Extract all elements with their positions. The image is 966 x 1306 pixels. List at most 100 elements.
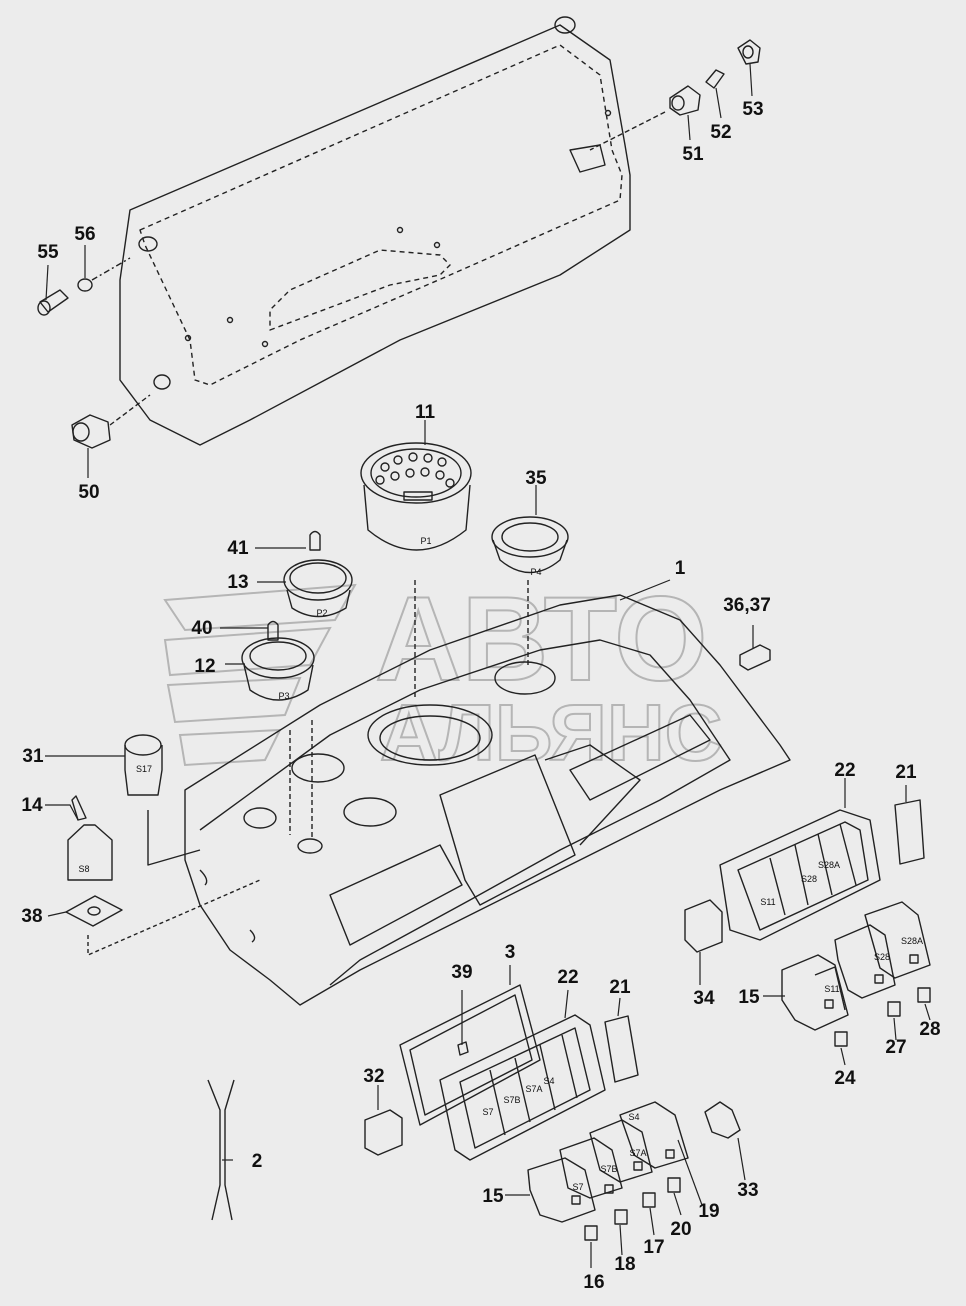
label-switch-s7b: S7B [600,1164,617,1174]
label-switch-s7a: S7A [629,1148,646,1158]
callout-56: 56 [74,224,95,245]
switch-s7 [527,1157,596,1223]
callout-51: 51 [682,144,704,165]
switch-frame-right [719,809,881,941]
label-p1: P1 [420,536,431,546]
label-frame-s28: S28 [801,874,817,884]
tile-28-icon [917,987,931,1003]
tile-24-icon [834,1031,848,1047]
callout-3: 3 [505,942,516,963]
callout-28: 28 [919,1019,940,1040]
callout-36-37: 36,37 [723,595,771,616]
callout-41: 41 [227,538,249,559]
callout-21-bottom: 21 [609,977,631,998]
switch-frame-bottom [439,1014,606,1161]
label-switch-s4: S4 [628,1112,639,1122]
connector-36-37 [739,644,771,671]
label-frame-s4: S4 [543,1076,554,1086]
callout-15-bottom: 15 [482,1186,504,1207]
callout-50: 50 [78,482,99,503]
callout-22-right: 22 [834,760,855,781]
callout-31: 31 [22,746,44,767]
switch-s11 [781,954,849,1031]
callout-17: 17 [643,1237,664,1258]
label-frame-s7a: S7A [525,1084,542,1094]
label-switch-s11: S11 [824,984,839,994]
callout-13: 13 [227,572,248,593]
callout-12: 12 [194,656,215,677]
callout-38: 38 [21,906,42,927]
callout-2: 2 [252,1151,263,1172]
tile-27-icon [887,1001,901,1017]
watermark-line2: АЛЬЯНС [380,688,722,777]
callout-55: 55 [37,242,59,263]
key-52 [705,69,725,89]
callout-53: 53 [742,99,763,120]
switch-51 [589,85,701,151]
label-p2: P2 [316,608,327,618]
cover-21-bottom [604,1015,639,1083]
toggle-s8 [67,795,113,881]
callout-18: 18 [614,1254,635,1275]
tile-18-icon [614,1209,628,1225]
label-s8: S8 [78,864,89,874]
label-switch-s28: S28 [874,952,890,962]
bulb-40 [267,620,279,641]
switch-s4 [619,1101,689,1169]
switch-s28 [834,924,896,999]
label-switch-s28a: S28A [901,936,923,946]
callout-33: 33 [737,1180,758,1201]
gauge-p1 [360,442,472,551]
button-s17 [124,734,163,796]
switch-s7b [559,1137,623,1199]
callout-19: 19 [698,1201,719,1222]
callout-24: 24 [834,1068,856,1089]
callout-39: 39 [451,962,472,983]
watermark-line1: АВТО [375,572,707,706]
callout-27: 27 [885,1037,906,1058]
callout-11: 11 [415,402,436,423]
callout-21-right: 21 [895,762,917,783]
wire-2 [207,1079,235,1221]
tile-16-icon [584,1225,598,1241]
label-switch-s7: S7 [572,1182,583,1192]
watermark: АВТО АЛЬЯНС [163,571,723,778]
callout-22-bottom: 22 [557,967,578,988]
screw-39 [457,1041,469,1056]
line-drawing [37,16,931,1241]
watermark-logo-icon [163,583,357,767]
bulb-41 [309,530,321,551]
callout-35: 35 [525,468,547,489]
cover-21-right [894,799,925,865]
tile-17-icon [642,1192,656,1208]
leader-s17 [147,810,201,866]
label-frame-s11: S11 [760,897,775,907]
callout-40: 40 [191,618,212,639]
top-housing [119,16,631,446]
gauge-p4 [491,516,569,574]
socket-50 [71,394,151,449]
plate-38 [65,895,123,927]
callout-32: 32 [363,1066,384,1087]
label-p3: P3 [278,691,289,701]
switch-s28a [864,901,931,979]
callout-numbers: 1 2 3 11 12 13 14 15 15 16 17 18 19 20 2… [21,99,940,1293]
frame-3 [399,984,541,1126]
callout-14: 14 [21,795,43,816]
callout-15-right: 15 [738,987,760,1008]
bolt-55 [37,289,69,316]
callout-34: 34 [693,988,715,1009]
connector-33 [704,1101,741,1139]
label-s17: S17 [136,764,152,774]
nut-56 [77,278,93,292]
label-frame-s7b: S7B [503,1095,520,1105]
label-frame-s7: S7 [482,1107,493,1117]
label-p4: P4 [530,567,541,577]
callout-16: 16 [583,1272,604,1293]
gauge-p2 [283,559,353,618]
tile-20-icon [667,1177,681,1193]
cap-53 [737,39,761,65]
label-frame-s28a: S28A [818,860,840,870]
